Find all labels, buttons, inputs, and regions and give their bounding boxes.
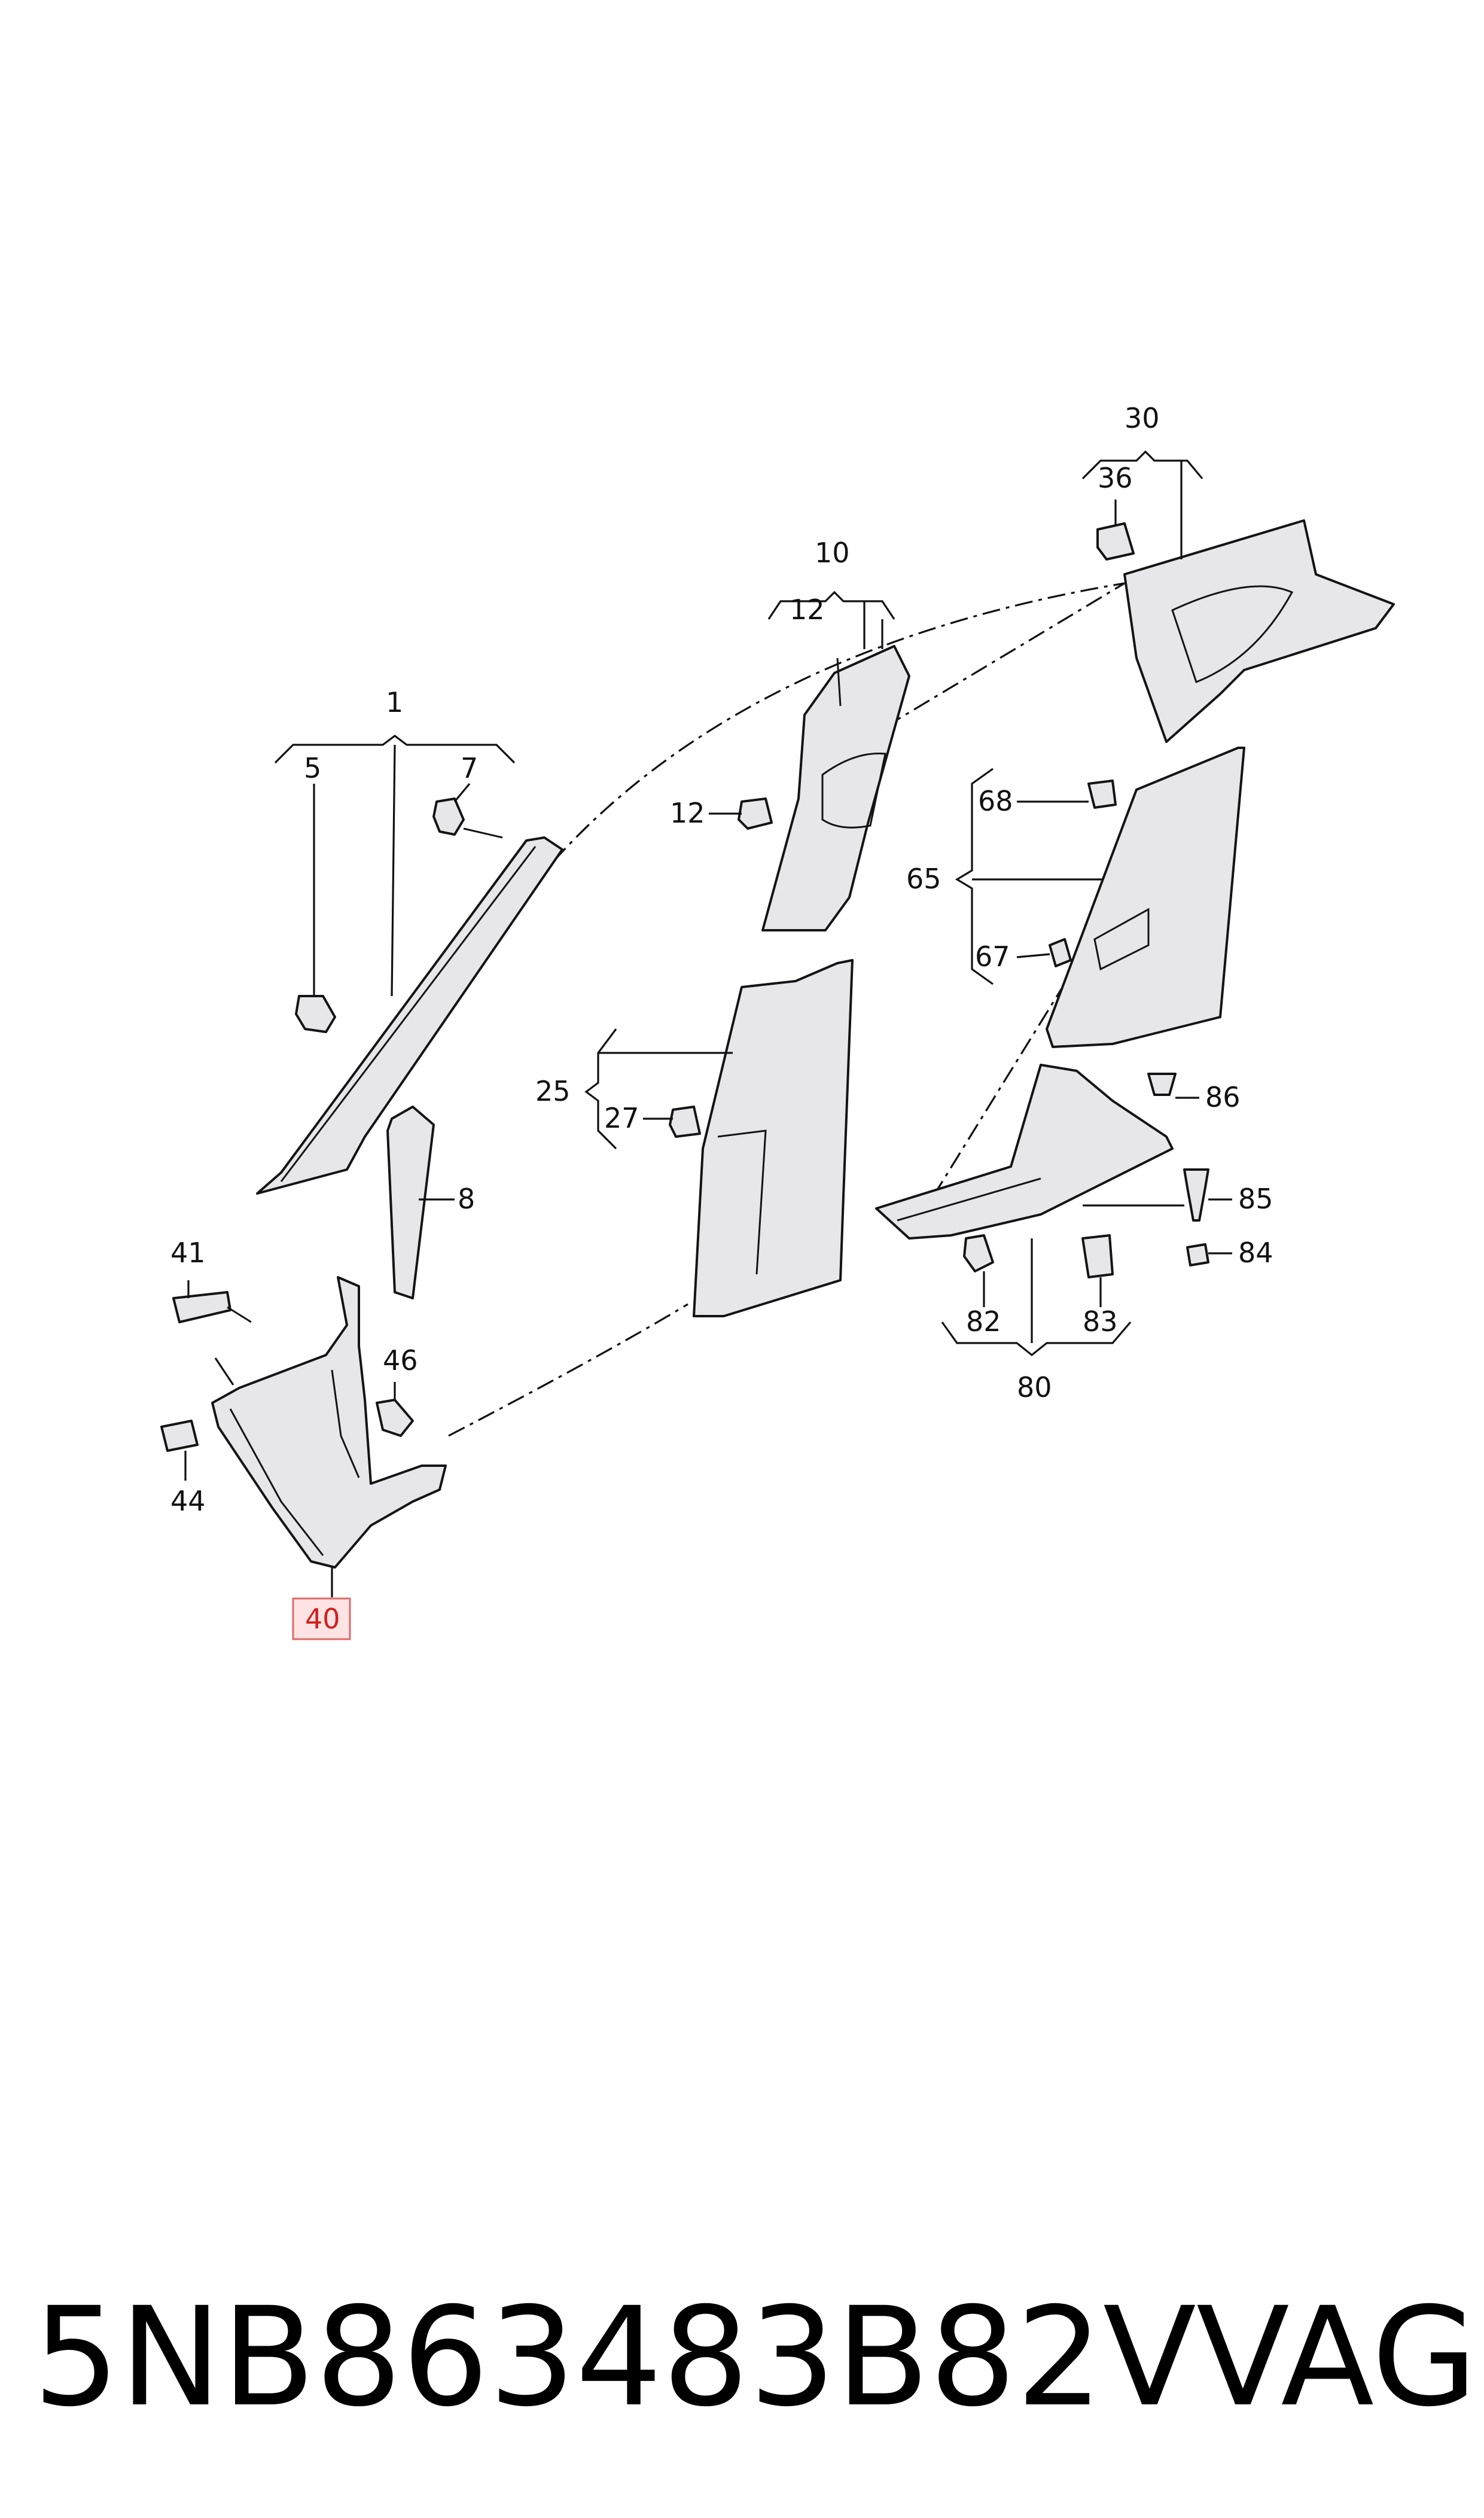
callout-labels: 1 5 7 8 10 12 12 25 27 30 36 41 44 46 65… <box>170 402 1273 1640</box>
callout-65: 65 <box>906 863 941 895</box>
callout-25: 25 <box>535 1075 571 1107</box>
b-pillar-clip <box>738 797 773 830</box>
part-number: 5NB863483B82V <box>33 2278 1196 2437</box>
callout-8: 8 <box>458 1183 475 1215</box>
callout-30: 30 <box>1125 402 1160 434</box>
a-pillar-top-clip <box>432 797 503 839</box>
callout-10: 10 <box>815 537 850 569</box>
rear-lower-clip-b <box>1087 780 1117 809</box>
door-opening-outline <box>448 582 1138 1437</box>
callout-80: 80 <box>1017 1371 1052 1403</box>
screw-85 <box>1183 1168 1209 1222</box>
callout-46: 46 <box>383 1344 418 1377</box>
callout-1: 1 <box>386 686 403 718</box>
parts-diagram: 1 5 7 8 10 12 12 25 27 30 36 41 44 46 65… <box>160 402 1395 1640</box>
pin-clip <box>376 1399 414 1437</box>
rear-upper-clip <box>1096 522 1135 561</box>
rear-lower-trim <box>1046 747 1245 1048</box>
fastener-84 <box>1186 1243 1209 1266</box>
callout-40-highlight-box <box>292 1597 351 1640</box>
b-pillar-lower-trim <box>693 959 854 1317</box>
callout-83: 83 <box>1083 1305 1118 1338</box>
callout-68: 68 <box>978 785 1013 817</box>
callout-7: 7 <box>461 752 478 784</box>
sill-clip-b <box>1081 1234 1114 1278</box>
small-retainer <box>160 1420 199 1452</box>
callout-40: 40 <box>305 1603 340 1635</box>
footer: 5NB863483B82V VAG <box>33 2267 1477 2447</box>
callout-85: 85 <box>1238 1183 1273 1215</box>
callout-41: 41 <box>170 1237 206 1269</box>
callout-44: 44 <box>170 1485 206 1517</box>
a-pillar-trim <box>256 836 563 1195</box>
side-strip <box>386 1106 435 1299</box>
callout-36: 36 <box>1098 462 1133 494</box>
callout-12-top: 12 <box>790 593 825 626</box>
callout-5: 5 <box>304 752 321 784</box>
callout-86: 86 <box>1205 1081 1241 1113</box>
leaders <box>184 450 1232 1597</box>
kick-panel-clip <box>172 1291 252 1323</box>
b-pillar-upper-trim <box>761 645 910 931</box>
rear-lower-clip-a <box>1049 938 1072 967</box>
b-pillar-lower-clip <box>669 1106 701 1138</box>
callout-27: 27 <box>604 1102 639 1134</box>
callout-12-side: 12 <box>670 797 705 829</box>
a-pillar-clip <box>295 995 336 1033</box>
sill-trim <box>875 1064 1174 1240</box>
brand-label: VAG <box>1196 2278 1477 2437</box>
callout-67: 67 <box>975 940 1010 973</box>
clip-86 <box>1147 1073 1177 1096</box>
sill-clip-a <box>963 1234 994 1272</box>
callout-84: 84 <box>1238 1237 1273 1269</box>
callout-82: 82 <box>966 1305 1001 1338</box>
lower-kick-panel <box>211 1276 447 1569</box>
rear-upper-trim <box>1123 519 1395 743</box>
